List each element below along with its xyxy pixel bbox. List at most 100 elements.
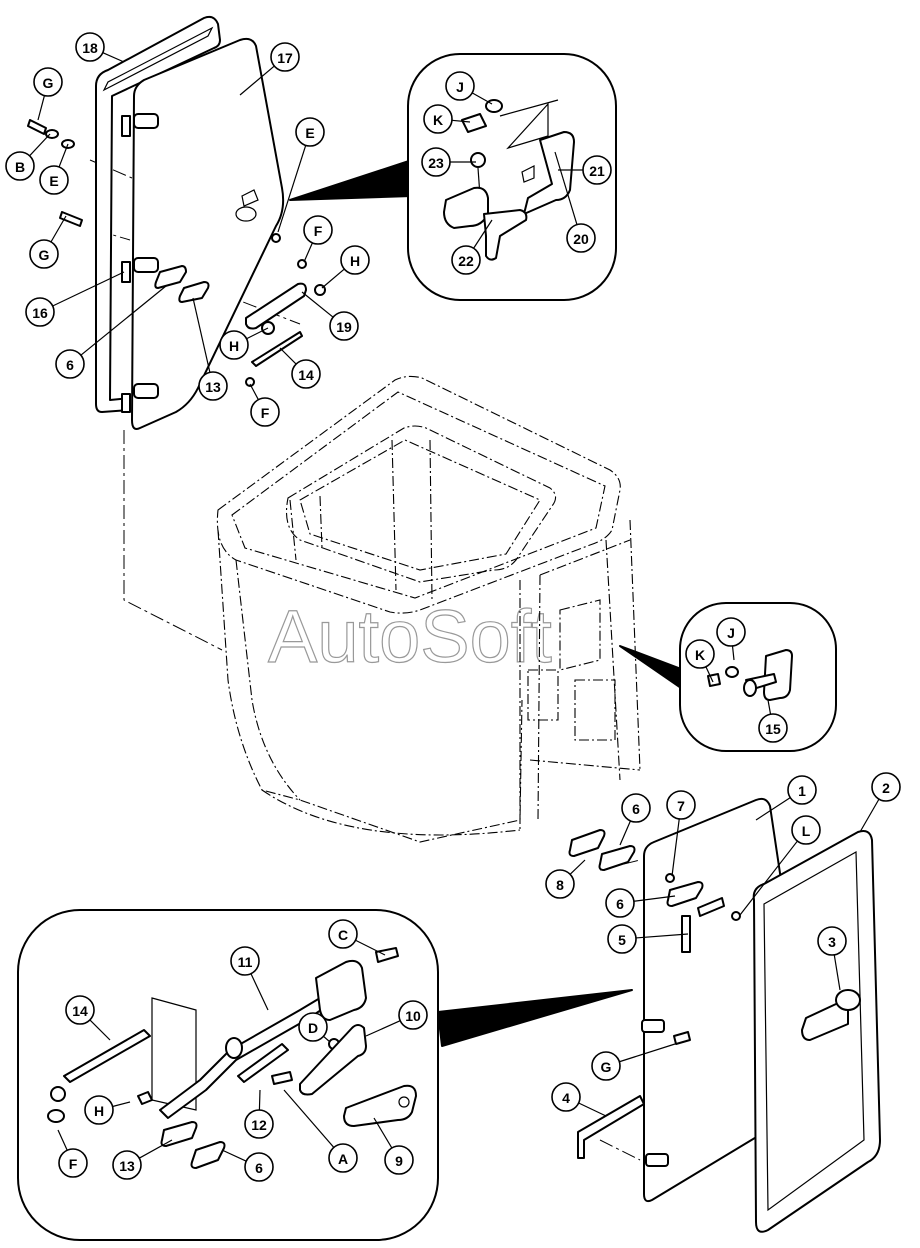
callout-circle [607,924,637,954]
callout-circle [295,117,325,147]
callout-circle [545,869,575,899]
callout-circle [685,639,715,669]
callout-circle [112,1150,142,1180]
callout-circle [244,1152,274,1182]
callout-label: G [43,75,54,91]
callout-cG2: G [29,215,67,269]
callout-c16: 16 [25,271,125,327]
leader-line [246,327,269,340]
door-glass-17 [131,37,285,430]
callout-circle [298,1012,328,1042]
callout-c4: 4 [551,1082,607,1117]
callout-cH1: H [321,245,370,289]
leader-line [279,347,297,365]
callout-circle [39,165,69,195]
leader-line [29,133,51,157]
watermark: AutoSoft [268,595,552,678]
callout-label: 17 [277,50,293,66]
leader-line [57,1129,68,1151]
callout-circle [423,104,453,134]
callout-c2: 2 [859,772,901,833]
callout-c13a: 13 [192,297,228,401]
callout-label: L [802,823,811,839]
leader-line [451,119,471,123]
callout-c5: 5 [607,924,689,954]
callout-label: 7 [677,798,685,814]
right-door-assembly [568,797,881,1233]
leader-line [355,939,386,956]
callout-circle [758,713,788,743]
callout-circle [328,1143,358,1173]
leader-line [739,840,798,916]
callout-c1: 1 [755,775,817,821]
callout-label: 18 [82,40,98,56]
leader-line [671,818,680,877]
callout-label: 8 [556,877,564,893]
leader-line [635,933,689,939]
callout-label: J [727,625,735,641]
leader-line [221,1149,247,1162]
callout-label: 20 [573,231,589,247]
leader-line [277,145,307,233]
callout-label: 6 [632,801,640,817]
callout-label: 6 [616,896,624,912]
leader-line [301,291,334,318]
callout-circle [250,397,280,427]
callout-label: 6 [255,1160,263,1176]
callout-circle [621,793,651,823]
leader-line [731,645,735,661]
leader-line [859,798,880,833]
callout-c3: 3 [817,926,847,991]
left-door-assembly [27,15,326,430]
callout-label: 21 [589,163,605,179]
callout-circle [666,790,696,820]
callout-circle [582,155,612,185]
callout-c15: 15 [758,699,788,743]
callout-label: 10 [405,1008,421,1024]
leader-line [365,1020,401,1037]
callout-circle [65,995,95,1025]
callout-label: 12 [251,1117,267,1133]
callout-label: 4 [562,1090,570,1106]
callout-circle [303,215,333,245]
leader-line [633,895,676,902]
callout-circle [340,245,370,275]
callout-circle [29,239,59,269]
callout-label: H [229,338,239,354]
callout-label: E [49,173,58,189]
callout-c17: 17 [239,42,300,96]
callout-cA: A [283,1089,358,1173]
callout-cF3: F [57,1129,88,1178]
leader-line [192,297,211,373]
callout-label: F [314,223,323,239]
cab-frame [216,375,641,843]
callout-circle [291,359,321,389]
callout-label: G [39,247,50,263]
leader-line [833,954,841,991]
callout-c11: 11 [230,946,269,1011]
callout-label: A [338,1151,348,1167]
callout-circle [329,311,359,341]
callout-label: 1 [798,783,806,799]
callout-cB: B [5,133,51,181]
callout-circle [871,772,901,802]
callout-c6b: 6 [619,793,651,846]
leader-line [473,219,493,249]
leader-line [321,268,345,289]
callout-cK2: K [685,639,715,683]
leader-line [58,143,69,168]
callout-circle [384,1145,414,1175]
callout-c6c: 6 [605,888,676,918]
callout-c13b: 13 [112,1139,173,1180]
callout-label: 13 [119,1158,135,1174]
callout-label: 23 [428,155,444,171]
callout-cL: L [739,815,821,916]
callout-c20: 20 [554,151,596,253]
callout-circle [421,147,451,177]
callout-circle [84,1095,114,1125]
callout-cE2: E [39,143,69,195]
callout-circle [33,67,63,97]
leader-line [554,151,578,225]
callout-label: E [305,125,314,141]
callout-circle [398,1000,428,1030]
